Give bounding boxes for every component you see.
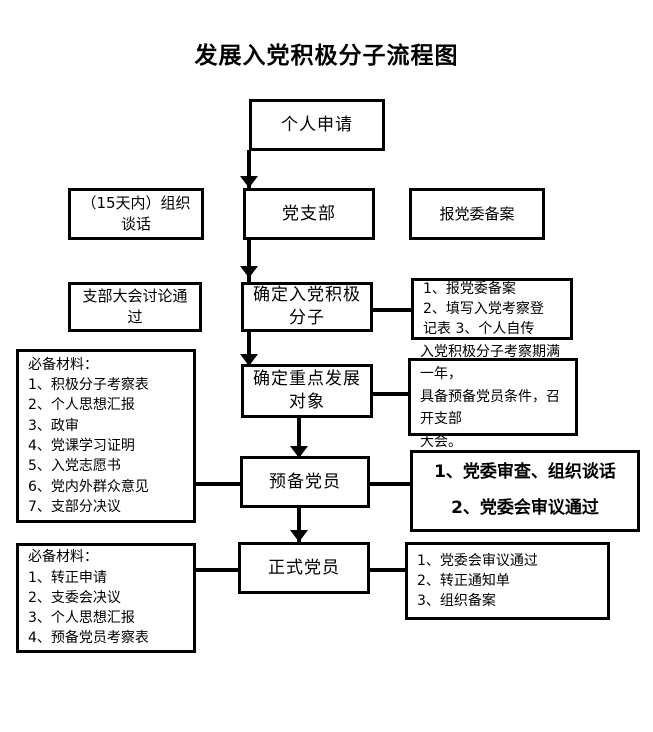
connector-target-to-note <box>366 392 412 396</box>
list-item: 4、预备党员考察表 <box>28 630 149 647</box>
connector-probationary-to-steps <box>366 482 412 486</box>
list-item: 2、党委会审议通过 <box>451 498 599 518</box>
list-item: 1、转正申请 <box>28 569 107 586</box>
list-item: 2、个人思想汇报 <box>28 397 135 414</box>
list-item: 4、党课学习证明 <box>28 438 135 454</box>
connector-application-to-branch <box>247 150 251 188</box>
arrowhead-target-to-probationary <box>290 446 308 458</box>
node-branch-meeting-discussion[interactable]: 支部大会讨论通 过 <box>68 282 202 332</box>
list-item: 3、政审 <box>28 417 79 434</box>
node-activist-materials[interactable]: 1、报党委备案 2、填写入党考察登 记表 3、个人自传 <box>411 278 573 340</box>
node-label: 党支部 <box>282 203 336 224</box>
node-label-line-1: 确定入党积极 <box>253 285 361 306</box>
node-label: 正式党员 <box>268 557 340 578</box>
node-required-materials-full-member[interactable]: 必备材料： 1、转正申请 2、支委会决议 3、个人思想汇报 4、预备党员考察表 <box>16 543 196 653</box>
node-label-line-1: 支部大会讨论通 <box>82 287 188 305</box>
node-label-line-2: 过 <box>127 308 143 326</box>
arrowhead-activist-to-target <box>240 354 258 366</box>
list-item: 6、党内外群众意见 <box>28 478 149 495</box>
note-line: 大会。 <box>420 433 462 450</box>
list-item: 记表 3、个人自传 <box>423 321 535 338</box>
list-item: 1、党委审查、组织谈话 <box>434 462 616 483</box>
arrowhead-branch-to-activist <box>240 266 258 278</box>
list-item: 3、组织备案 <box>417 593 496 610</box>
node-confirm-key-development-target[interactable]: 确定重点发展 对象 <box>241 364 373 418</box>
node-label-line-2: 分子 <box>289 308 325 328</box>
list-heading: 必备材料： <box>28 549 98 566</box>
connector-probationary-to-full <box>297 508 301 548</box>
node-report-party-committee-filing[interactable]: 报党委备案 <box>409 188 545 240</box>
node-personal-application[interactable]: 个人申请 <box>249 99 385 151</box>
node-full-member-steps[interactable]: 1、党委会审议通过 2、转正通知单 3、组织备案 <box>405 542 610 620</box>
list-item: 3、个人思想汇报 <box>28 610 135 627</box>
node-party-branch[interactable]: 党支部 <box>243 188 375 240</box>
connector-target-to-probationary <box>297 418 301 462</box>
node-label: 报党委备案 <box>439 204 515 223</box>
connector-activist-to-target <box>247 332 251 370</box>
node-probationary-steps[interactable]: 1、党委审查、组织谈话 2、党委会审议通过 <box>410 450 640 532</box>
connector-full-to-steps <box>366 568 410 572</box>
list-item: 1、积极分子考察表 <box>28 377 149 394</box>
connector-materials2-to-full <box>192 568 242 572</box>
node-probationary-member[interactable]: 预备党员 <box>240 456 370 508</box>
note-line: 入党积极分子考察期满一年， <box>420 344 560 383</box>
node-label: 预备党员 <box>269 471 341 492</box>
connector-materials1-to-probationary <box>192 482 242 486</box>
list-item: 1、党委会审议通过 <box>417 552 538 569</box>
node-label-line-1: （15天内）组织 <box>81 194 191 212</box>
connector-branch-to-activist <box>247 240 251 282</box>
list-item: 2、转正通知单 <box>417 572 510 589</box>
node-key-target-note[interactable]: 入党积极分子考察期满一年， 具备预备党员条件，召开支部 大会。 <box>408 344 578 450</box>
node-required-materials-probationary[interactable]: 必备材料： 1、积极分子考察表 2、个人思想汇报 3、政审 4、党课学习证明 5… <box>16 349 196 523</box>
list-item: 1、报党委备案 <box>423 280 516 297</box>
node-label-line-1: 确定重点发展 <box>253 369 361 390</box>
note-line: 具备预备党员条件，召开支部 <box>420 388 560 428</box>
arrowhead-probationary-to-full <box>290 530 308 542</box>
list-item: 5、入党志愿书 <box>28 458 121 475</box>
node-confirm-activist[interactable]: 确定入党积极 分子 <box>241 282 373 332</box>
list-item: 2、支委会决议 <box>28 589 121 606</box>
node-label-line-2: 谈话 <box>120 215 151 233</box>
node-label-line-2: 对象 <box>289 392 325 412</box>
list-item: 7、支部分决议 <box>28 498 121 515</box>
list-item: 2、填写入党考察登 <box>423 300 544 317</box>
arrowhead-application-to-branch <box>240 176 258 188</box>
page-title: 发展入党积极分子流程图 <box>194 43 459 69</box>
node-organization-talk[interactable]: （15天内）组织 谈话 <box>68 188 204 240</box>
node-label: 个人申请 <box>281 114 353 135</box>
list-heading: 必备材料： <box>28 356 98 373</box>
node-full-member[interactable]: 正式党员 <box>238 542 370 594</box>
